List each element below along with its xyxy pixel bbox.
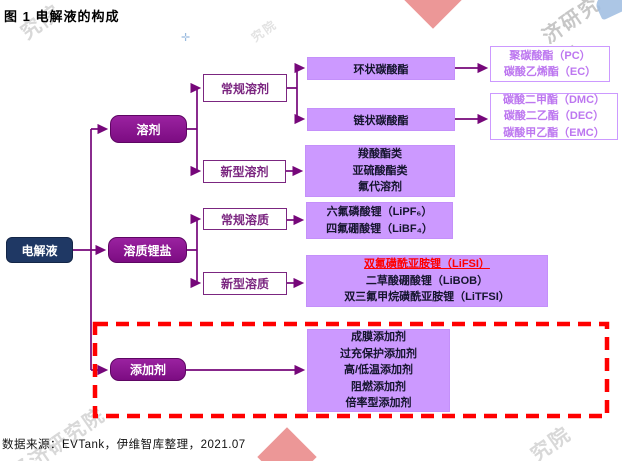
node-solvent: 溶剂 — [110, 115, 187, 143]
node-cyclic-carbonate: 环状碳酸酯 — [307, 57, 455, 80]
additive-type: 倍率型添加剂 — [345, 397, 412, 410]
solute-elbow — [187, 219, 198, 283]
data-source-note: 数据来源：EVTank，伊维智库整理，2021.07 — [2, 439, 246, 451]
chain-type: 碳酸二甲酯（DMC） — [502, 93, 606, 106]
node-solute-lithium-salt: 溶质锂盐 — [108, 237, 187, 263]
node-chain-carbonate: 链状碳酸酯 — [307, 108, 455, 131]
node-additive-types: 成膜添加剂 过充保护添加剂 高/低温添加剂 阻燃添加剂 倍率型添加剂 — [307, 329, 450, 412]
node-conventional-solvent: 常规溶剂 — [203, 74, 287, 102]
node-new-solvent-types: 羧酸酯类 亚硫酸酯类 氟代溶剂 — [305, 145, 455, 197]
additive-type: 成膜添加剂 — [351, 331, 406, 344]
new-solvent-type: 亚硫酸酯类 — [352, 164, 408, 177]
node-additive: 添加剂 — [110, 358, 186, 381]
cyclic-type: 聚碳酸酯（PC） — [509, 49, 591, 62]
chain-type: 碳酸甲乙酯（EMC） — [503, 126, 605, 139]
node-chain-carbonate-examples: 碳酸二甲酯（DMC） 碳酸二乙酯（DEC） 碳酸甲乙酯（EMC） — [490, 93, 618, 140]
conv-solute-type: 四氟硼酸锂（LiBF₄） — [326, 222, 433, 235]
new-solvent-type: 氟代溶剂 — [358, 181, 402, 194]
solvent-elbow — [187, 88, 198, 171]
new-solute-type: 二草酸硼酸锂（LiBOB） — [365, 274, 489, 287]
node-conventional-solute: 常规溶质 — [203, 208, 287, 230]
figure-title: 图 1 电解液的构成 — [4, 9, 120, 24]
new-solute-type-lifsi: 双氟磺酰亚胺锂（LiFSI） — [364, 258, 490, 271]
new-solute-type: 双三氟甲烷磺酰亚胺锂（LiTFSI） — [344, 291, 510, 304]
new-solvent-type: 羧酸酯类 — [358, 148, 402, 161]
node-cyclic-carbonate-examples: 聚碳酸酯（PC） 碳酸乙烯酯（EC） — [490, 46, 610, 82]
additive-type: 高/低温添加剂 — [343, 364, 414, 377]
node-new-solute-types: 双氟磺酰亚胺锂（LiFSI） 二草酸硼酸锂（LiBOB） 双三氟甲烷磺酰亚胺锂（… — [306, 255, 548, 307]
conv-solvent-elbow — [287, 68, 298, 119]
chain-type: 碳酸二乙酯（DEC） — [503, 110, 605, 123]
node-electrolyte: 电解液 — [6, 237, 73, 263]
node-new-solute: 新型溶质 — [203, 272, 287, 295]
additive-type: 过充保护添加剂 — [340, 347, 417, 360]
cyclic-type: 碳酸乙烯酯（EC） — [503, 66, 597, 78]
node-new-solvent: 新型溶剂 — [203, 160, 286, 183]
additive-type: 阻燃添加剂 — [351, 380, 406, 393]
node-conventional-solute-types: 六氟磷酸锂（LiPF₆） 四氟硼酸锂（LiBF₄） — [306, 202, 453, 239]
conv-solute-type: 六氟磷酸锂（LiPF₆） — [326, 206, 433, 219]
